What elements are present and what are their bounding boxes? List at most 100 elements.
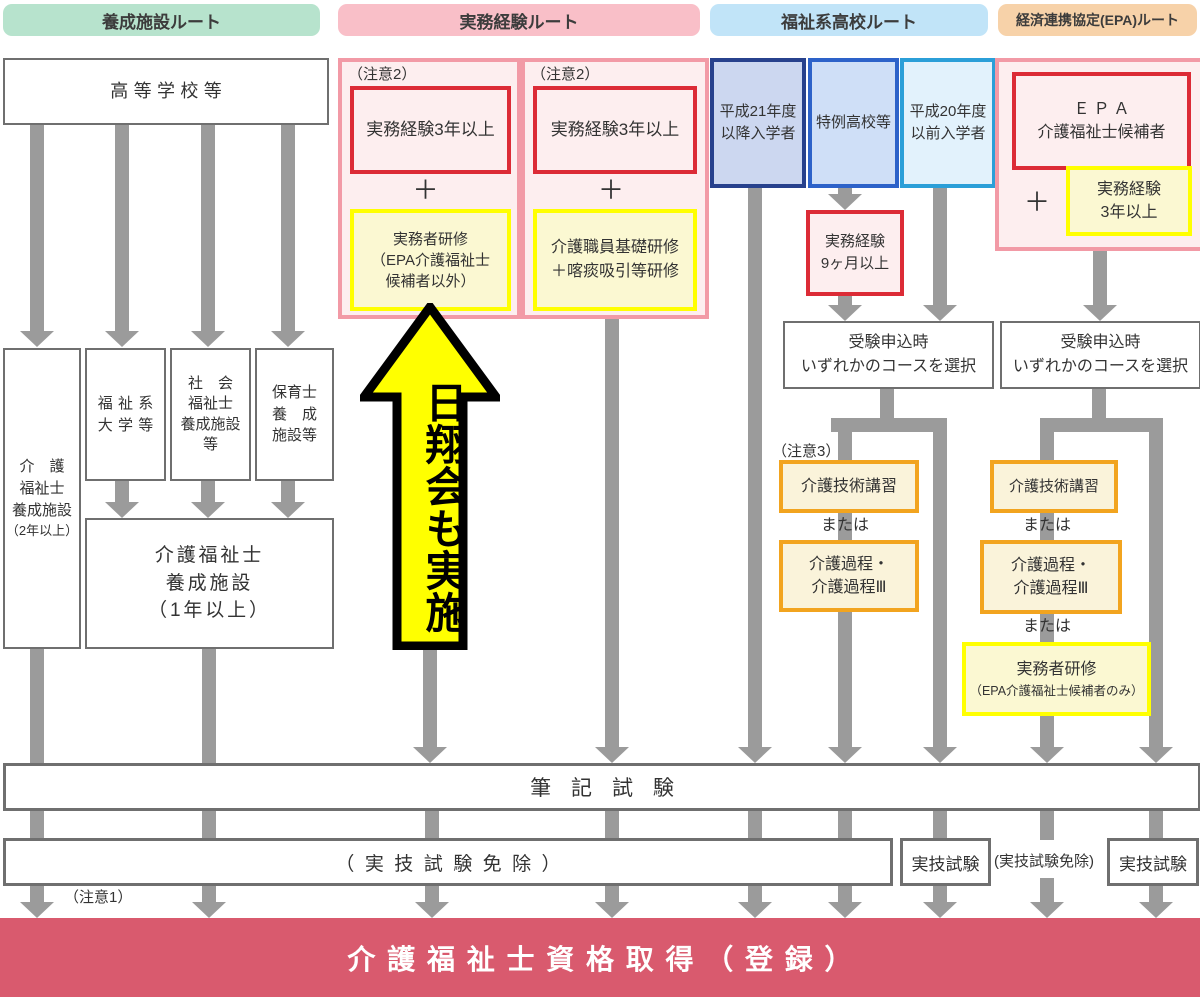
- flow-connector: [30, 803, 44, 840]
- practical-exam-waiver-small-label: (実技試験免除): [994, 853, 1094, 870]
- arrow-head: [20, 902, 54, 918]
- highlight-arrow-text: 日翔会も実施: [420, 380, 467, 633]
- box-line: 以降入学者: [720, 125, 796, 142]
- flow-connector: [30, 121, 44, 331]
- box-keiken-3nen-a: 実務経験3年以上: [350, 86, 511, 174]
- box-course-select-fukushikei: 受験申込時 いずれかのコースを選択: [783, 321, 994, 389]
- arrow-head: [828, 747, 862, 763]
- flow-connector: [281, 477, 295, 502]
- arrow-head: [271, 502, 305, 518]
- box-line: いずれかのコースを選択: [1012, 358, 1189, 375]
- box-line: 介護過程・: [1010, 556, 1091, 574]
- route-header-yosei: 養成施設ルート: [3, 4, 320, 36]
- box-line: 養成施設: [11, 501, 72, 519]
- box-fukushikei-daigaku: 福祉系 大学等: [85, 348, 166, 481]
- box-line: ＥＰＡ: [1073, 100, 1134, 118]
- box-jitsumusha-kenshu-epa: 実務者研修 （EPA介護福祉士候補者のみ）: [962, 642, 1151, 716]
- flow-connector: [748, 803, 762, 840]
- box-hoikushi-yousei: 保育士 養 成 施設等: [255, 348, 334, 481]
- flow-connector: [202, 645, 216, 763]
- note1-label: （注意1）: [64, 889, 133, 906]
- box-line: （1年以上）: [148, 600, 271, 622]
- arrow-head: [828, 305, 862, 321]
- arrow-head: [1139, 902, 1173, 918]
- box-h20-izen: 平成20年度 以前入学者: [900, 58, 996, 188]
- plus-sign-b: ＋: [597, 175, 624, 205]
- box-line: 実務者研修: [392, 230, 468, 248]
- box-line: 大学等: [97, 416, 159, 434]
- box-line: ＋喀痰吸引等研修: [550, 263, 679, 280]
- box-line: 平成21年度: [719, 103, 797, 121]
- arrow-head: [1030, 747, 1064, 763]
- arrow-head: [271, 331, 305, 347]
- box-epa-candidate: ＥＰＡ 介護福祉士候補者: [1012, 72, 1191, 170]
- note2-label-b: （注意2）: [531, 66, 600, 83]
- or-label-a: または: [820, 517, 869, 534]
- route-header-epa: 経済連携協定(EPA)ルート: [998, 4, 1197, 36]
- box-kiso-kenshu-b: 介護職員基礎研修 ＋喀痰吸引等研修: [533, 209, 697, 311]
- arrow-head: [923, 305, 957, 321]
- box-line: （EPA介護福祉士: [371, 251, 490, 269]
- box-line: 実務者研修: [1016, 661, 1097, 679]
- arrow-head: [191, 331, 225, 347]
- box-line: 受験申込時: [848, 334, 929, 351]
- flow-connector: [831, 418, 947, 432]
- flow-connector: [201, 121, 215, 331]
- box-practical-exam-waiver-wide: （実技試験免除）: [3, 838, 893, 886]
- box-koutou-gakkou: 高等学校等: [3, 58, 329, 125]
- flow-connector: [202, 803, 216, 840]
- arrow-head: [191, 502, 225, 518]
- arrow-head: [415, 902, 449, 918]
- flow-connector: [30, 645, 44, 763]
- box-line: 実務経験: [1096, 180, 1161, 198]
- box-line: 保育士: [271, 383, 317, 401]
- box-line: 介護福祉士: [154, 545, 265, 567]
- box-line: 高等学校等: [110, 81, 228, 102]
- flow-connector: [1149, 420, 1163, 747]
- box-line: 介護技術講習: [800, 477, 897, 495]
- box-line: 以前入学者: [910, 125, 986, 142]
- arrow-head: [413, 747, 447, 763]
- goal-band-registration: 介護福祉士資格取得（登録）: [0, 918, 1200, 997]
- box-line: （2年以上）: [5, 522, 79, 538]
- box-line: 介護職員基礎研修: [550, 239, 679, 256]
- arrow-head: [105, 331, 139, 347]
- arrow-head: [1139, 747, 1173, 763]
- box-line: 福祉士: [187, 395, 233, 413]
- box-line: 施設等: [271, 427, 317, 445]
- box-line: 平成20年度: [909, 103, 987, 121]
- box-tokurei-koukou: 特例高校等: [808, 58, 899, 188]
- plus-sign-epa: ＋: [1023, 187, 1050, 217]
- box-course-select-epa: 受験申込時 いずれかのコースを選択: [1000, 321, 1200, 389]
- note3-label: （注意3）: [772, 443, 841, 460]
- flow-connector: [1040, 803, 1054, 840]
- box-kaigo-katei-a: 介護過程・ 介護過程Ⅲ: [779, 540, 919, 612]
- box-line: 介 護: [19, 458, 65, 476]
- flow-connector: [1040, 418, 1163, 432]
- note2-label-a: （注意2）: [348, 66, 417, 83]
- flow-connector: [1092, 385, 1106, 420]
- flow-connector: [115, 121, 129, 331]
- flow-connector: [423, 648, 437, 747]
- flow-connector: [115, 477, 129, 502]
- box-line: 介護過程Ⅲ: [1013, 580, 1089, 597]
- arrow-head: [105, 502, 139, 518]
- box-line: 養 成: [271, 405, 317, 423]
- flow-connector: [201, 477, 215, 502]
- arrow-head: [738, 747, 772, 763]
- box-line: （EPA介護福祉士候補者のみ）: [969, 683, 1144, 698]
- box-line: 介護福祉士候補者: [1037, 124, 1166, 141]
- arrow-head: [20, 331, 54, 347]
- arrow-head: [738, 902, 772, 918]
- flow-connector: [933, 420, 947, 747]
- box-h21-ikou: 平成21年度 以降入学者: [710, 58, 806, 188]
- plus-sign-a: ＋: [412, 175, 439, 205]
- box-line: 9ヶ月以上: [820, 255, 890, 272]
- flow-connector: [933, 803, 947, 840]
- box-line: 受験申込時: [1060, 334, 1141, 351]
- box-line: 候補者以外）: [385, 272, 476, 290]
- highlight-up-arrow: [360, 303, 500, 650]
- arrow-head: [828, 902, 862, 918]
- box-line: 介護技術講習: [1008, 477, 1099, 495]
